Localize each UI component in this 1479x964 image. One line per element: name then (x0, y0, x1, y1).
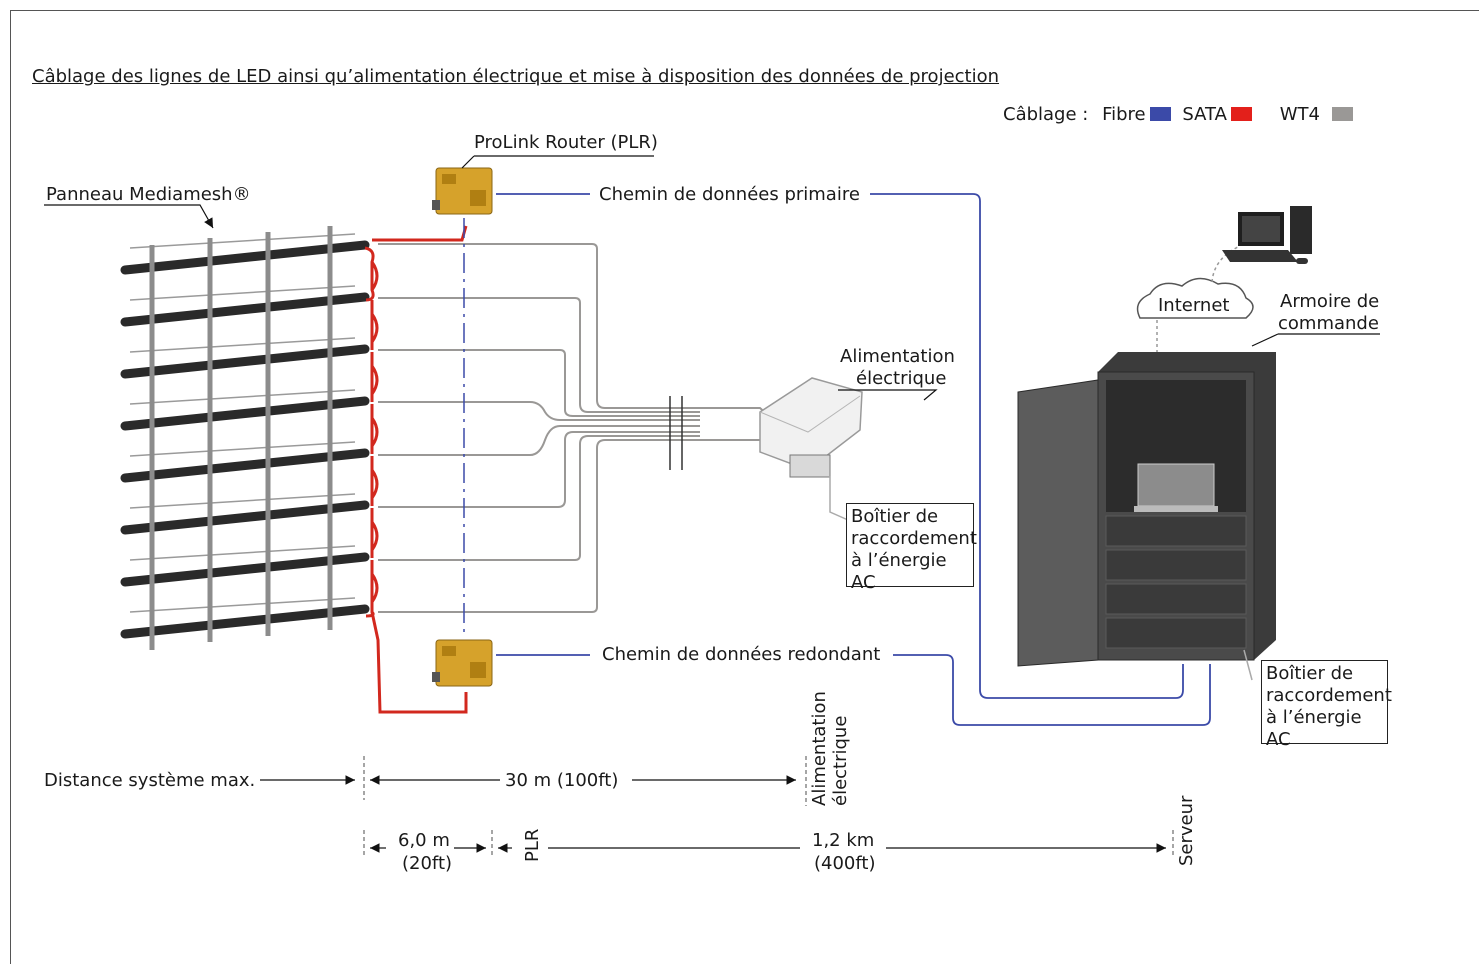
ac-connection-box-cabinet: Boîtier de raccordement à l’énergie AC (1261, 660, 1392, 750)
control-cabinet (1017, 320, 1276, 681)
legend-sata-swatch (1230, 107, 1252, 121)
internet-cloud (1136, 277, 1254, 319)
ac-connection-box-power: Boîtier de raccordement à l’énergie AC (846, 503, 977, 593)
router-label: ProLink Router (PLR) (474, 132, 658, 153)
ac-box-line2: raccordement (851, 528, 977, 549)
cabinet-label-line2: commande (1278, 313, 1379, 334)
legend-fibre-swatch (1149, 107, 1171, 121)
legend-item-fibre-label: Fibre (1102, 104, 1146, 125)
plr-router-top (432, 167, 493, 215)
ac-box-cabinet-line1: Boîtier de (1266, 663, 1354, 684)
server-vertical-label: Serveur (1176, 795, 1197, 866)
primary-path-label: Chemin de données primaire (599, 184, 860, 205)
power-supply-vertical-label-2: électrique (830, 715, 851, 806)
redundant-path-label: Chemin de données redondant (602, 644, 881, 665)
power-supply-label-line2: électrique (856, 368, 947, 389)
power-supply-unit (759, 377, 863, 521)
ac-box-cabinet-line3: à l’énergie AC (1266, 707, 1362, 750)
legend-item-sata-label: SATA (1182, 104, 1227, 125)
ac-box-line1: Boîtier de (851, 506, 939, 527)
distance-1-2km-label-line1: 1,2 km (812, 830, 875, 851)
distance-1-2km-label-line2: (400ft) (814, 853, 876, 874)
panel-label: Panneau Mediamesh® (46, 184, 251, 205)
ac-box-line3: à l’énergie AC (851, 550, 947, 593)
figure-title: Câblage des lignes de LED ainsi qu’alime… (32, 66, 1000, 87)
distance-6m-label-line1: 6,0 m (398, 830, 450, 851)
legend-label: Câblage : (1003, 104, 1089, 125)
system-max-label: Distance système max. (44, 770, 256, 791)
mediamesh-panel (120, 225, 468, 714)
legend-wt4-swatch (1331, 107, 1353, 121)
cabinet-label-line1: Armoire de (1280, 291, 1380, 312)
plr-vertical-label: PLR (522, 828, 543, 862)
legend-item-wt4-label: WT4 (1279, 104, 1320, 125)
wt4-bundle (378, 243, 766, 613)
power-supply-label-line1: Alimentation (840, 346, 955, 367)
cabling-legend: Câblage : Fibre SATA WT4 (1003, 106, 1353, 124)
desktop-computer (1222, 206, 1312, 264)
plr-router-bottom (432, 639, 493, 687)
fibre-paths (496, 193, 1211, 726)
figure-frame (10, 10, 1479, 964)
distance-6m-label-line2: (20ft) (402, 853, 453, 874)
internet-label: Internet (1158, 295, 1230, 316)
ac-box-cabinet-line2: raccordement (1266, 685, 1392, 706)
distance-30m-label: 30 m (100ft) (505, 770, 619, 791)
power-supply-vertical-label-1: Alimentation (809, 691, 830, 806)
